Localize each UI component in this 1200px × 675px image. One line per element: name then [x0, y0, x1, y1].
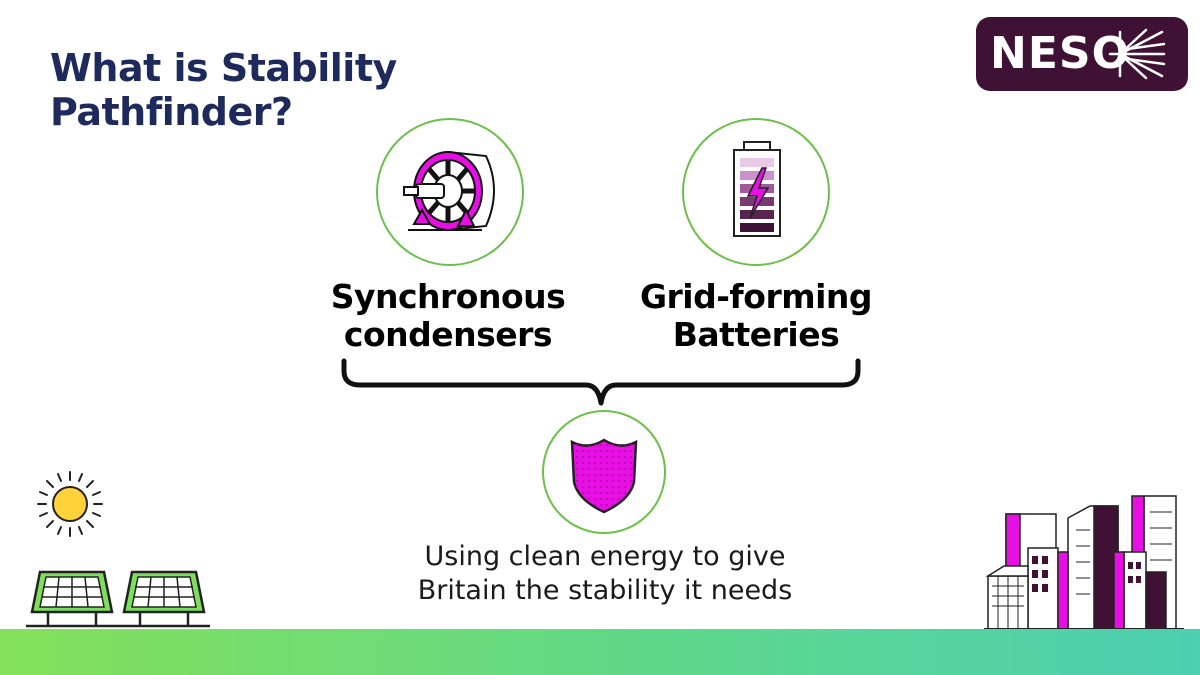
battery-icon	[682, 118, 830, 266]
grid-forming-batteries-label: Grid-forming Batteries	[639, 277, 873, 354]
city-skyline-icon	[984, 495, 1184, 630]
solar-panel-left-icon	[26, 570, 118, 628]
synchronous-condenser-icon	[376, 118, 524, 266]
combining-bracket	[341, 358, 861, 406]
logo-text: NESO	[990, 28, 1130, 79]
union-flag-mark-icon	[1108, 28, 1166, 80]
shield-icon	[542, 410, 666, 534]
neso-logo: NESO	[976, 17, 1188, 91]
sun-icon	[37, 471, 103, 537]
ground-gradient-bar	[0, 629, 1200, 675]
solar-panel-right-icon	[118, 570, 210, 628]
stability-caption: Using clean energy to give Britain the s…	[417, 541, 793, 606]
page-title: What is Stability Pathfinder?	[50, 46, 397, 134]
synchronous-condensers-label: Synchronous condensers	[330, 277, 566, 354]
